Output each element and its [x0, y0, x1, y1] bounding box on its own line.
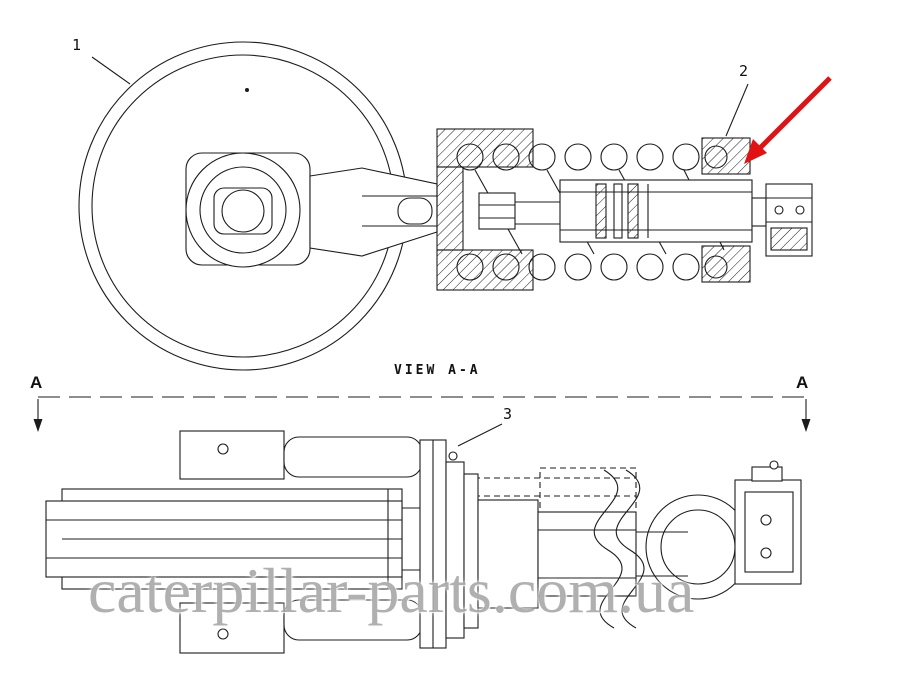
callout-part-3: 3 [503, 405, 513, 423]
red-pointer-arrow-icon [744, 76, 832, 164]
section-arrow-left-icon [33, 419, 43, 432]
section-cut-line [33, 396, 811, 432]
spring-retainer [701, 137, 751, 283]
mounting-flange [436, 128, 534, 291]
section-arrow-right-icon [801, 419, 811, 432]
section-marker-left: A [30, 373, 43, 392]
watermark: caterpillar-parts.com.ua [88, 555, 695, 626]
section-marker-right: A [796, 373, 809, 392]
plan-view [45, 430, 802, 654]
view-label: VIEW A-A [394, 363, 481, 378]
adjuster-rod [478, 192, 568, 230]
leader-lines [91, 56, 749, 447]
callout-part-1: 1 [72, 36, 82, 54]
idler-hub [185, 152, 301, 268]
callout-part-2: 2 [739, 62, 749, 80]
recoil-cylinder [559, 179, 767, 243]
end-mount-block [765, 183, 813, 257]
